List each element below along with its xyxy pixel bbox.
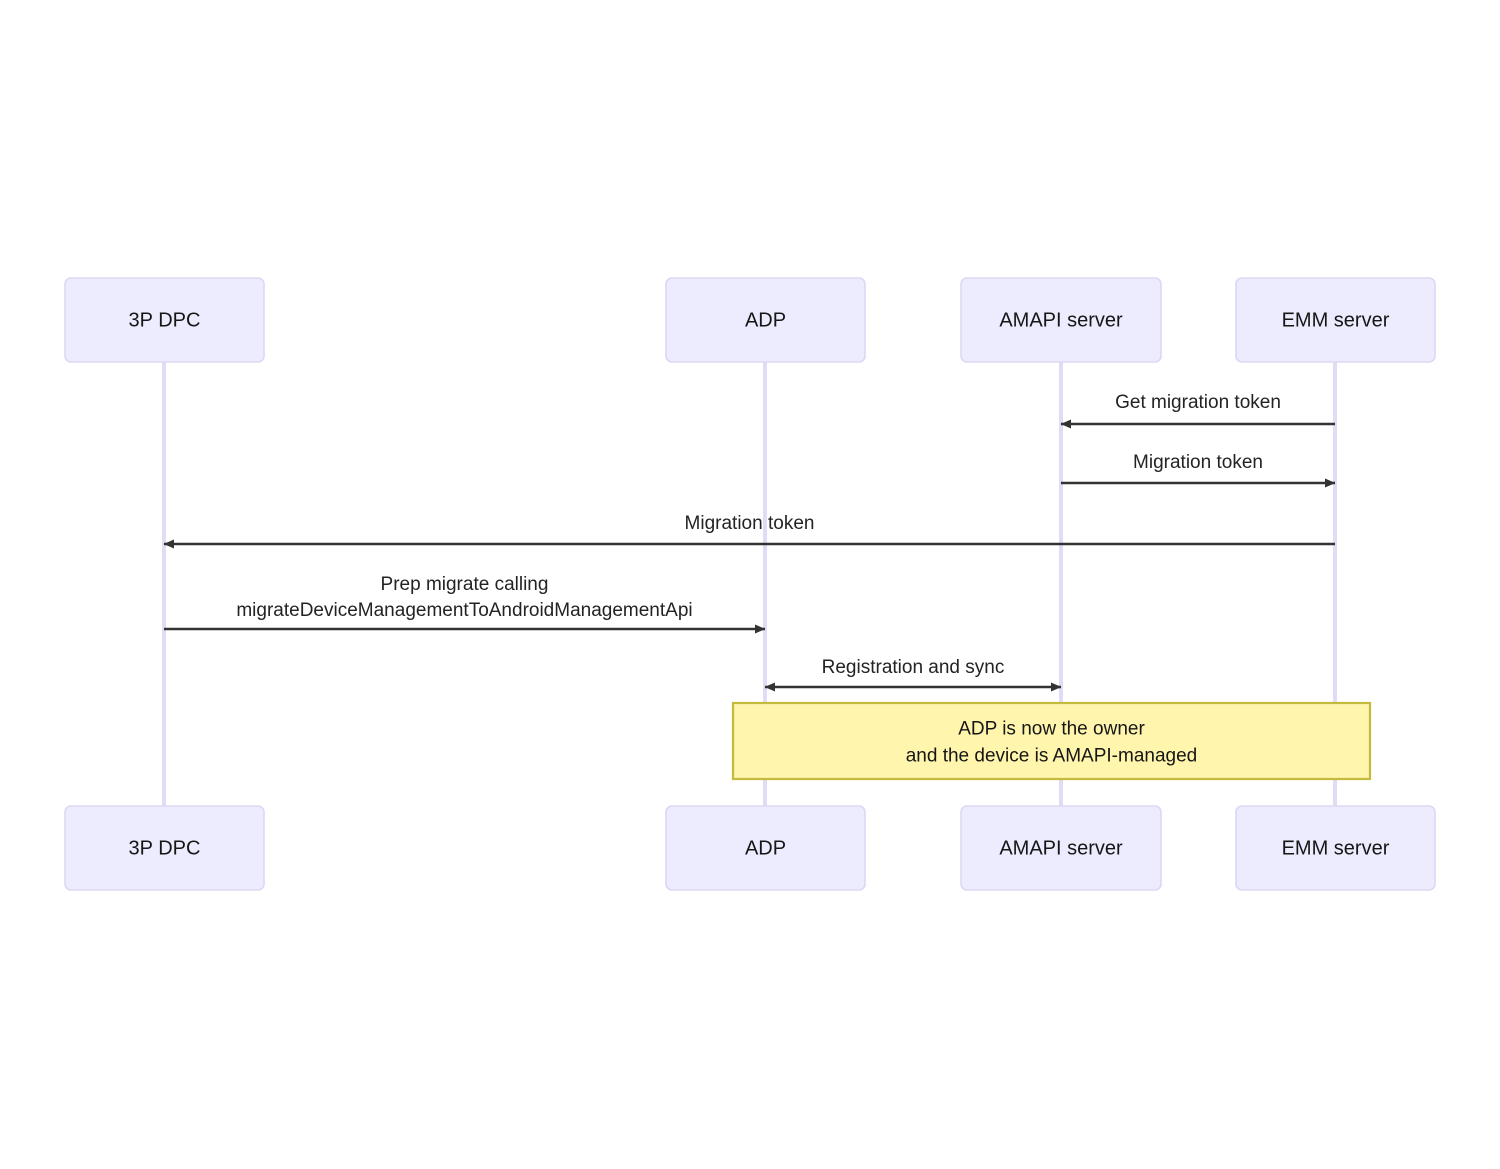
actor-adp-top[interactable]: ADP [665,277,866,363]
note-label-n1-line1: ADP is now the owner [958,719,1145,740]
actor-label-dpc-top: 3P DPC [129,309,201,331]
actor-label-dpc-bottom: 3P DPC [129,837,201,859]
actor-box-adp-bottom[interactable] [665,805,866,891]
actor-box-amapi-top[interactable] [960,277,1162,363]
actor-emm-bottom[interactable]: EMM server [1235,805,1436,891]
actor-label-adp-bottom: ADP [745,837,786,859]
actor-box-dpc-top[interactable] [64,277,265,363]
actor-box-amapi-bottom[interactable] [960,805,1162,891]
notes-group: ADP is now the owner and the device is AM… [731,701,1372,781]
actor-amapi-top[interactable]: AMAPI server [960,277,1162,363]
actor-adp-bottom[interactable]: ADP [665,805,866,891]
message-label-m3-line1: Migration token [685,513,815,534]
actor-amapi-bottom[interactable]: AMAPI server [960,805,1162,891]
note-label-n1-line2: and the device is AMAPI-managed [906,746,1198,767]
actors-top-group: 3P DPC ADP AMAPI server EMM server [64,277,1436,363]
note-n1: ADP is now the owner and the device is AM… [731,701,1372,781]
actor-label-amapi-top: AMAPI server [999,309,1123,331]
actor-box-adp-top[interactable] [665,277,866,363]
message-m2: Migration token [1061,452,1336,488]
message-m4: Prep migrate calling migrateDeviceManagem… [164,574,766,634]
actor-emm-top[interactable]: EMM server [1235,277,1436,363]
actor-label-adp-top: ADP [745,309,786,331]
message-label-m5-line1: Registration and sync [822,657,1005,678]
message-m1: Get migration token [1060,392,1335,429]
message-label-m4-line1: Prep migrate calling [381,574,549,595]
actor-box-dpc-bottom[interactable] [64,805,265,891]
actor-label-emm-bottom: EMM server [1282,837,1390,859]
message-m5: Registration and sync [764,657,1062,692]
actor-label-amapi-bottom: AMAPI server [999,837,1123,859]
actor-dpc-top[interactable]: 3P DPC [64,277,265,363]
note-box-n1 [731,701,1372,781]
actor-label-emm-top: EMM server [1282,309,1390,331]
actors-bottom-group: 3P DPC ADP AMAPI server EMM server [64,805,1436,891]
actor-dpc-bottom[interactable]: 3P DPC [64,805,265,891]
message-m3: Migration token [163,513,1335,549]
message-label-m1-line1: Get migration token [1115,392,1281,413]
actor-box-emm-bottom[interactable] [1235,805,1436,891]
message-label-m4-line2: migrateDeviceManagementToAndroidManageme… [236,600,692,621]
actor-box-emm-top[interactable] [1235,277,1436,363]
message-label-m2-line1: Migration token [1133,452,1263,473]
